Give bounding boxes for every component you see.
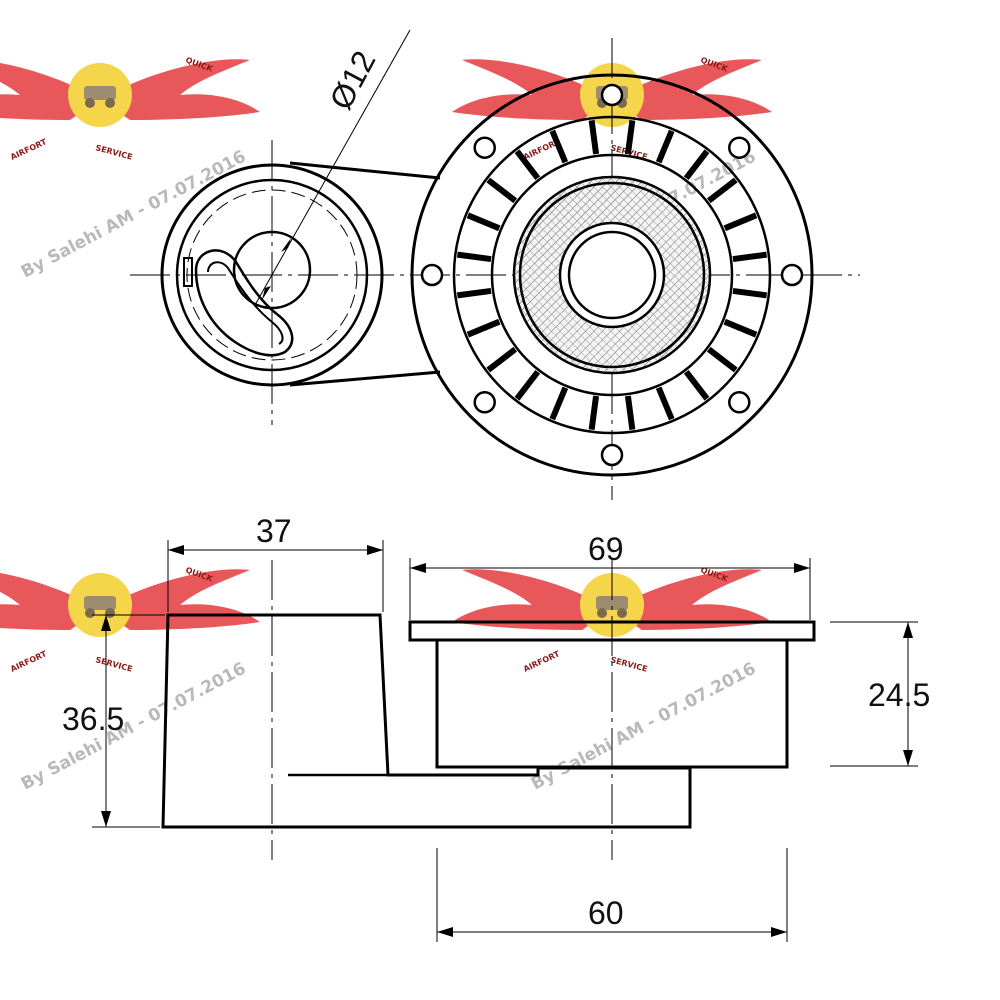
dim-37: 37 [167, 513, 384, 612]
pulley-rib [723, 318, 758, 338]
center-lines-side [271, 560, 613, 860]
ribbed-ring-outer [452, 115, 772, 435]
dim-37-label: 37 [256, 513, 292, 549]
dim-69-label: 69 [588, 531, 624, 567]
watermark-wing-bottom-text: SERVICE [94, 143, 133, 162]
pulley-rib [549, 129, 569, 164]
side-view: 37 69 36.5 24.5 [62, 513, 930, 942]
pulley-front [410, 73, 814, 477]
watermark-wing-bottom-text: SERVICE [609, 655, 648, 674]
watermark-author-text: By Salehi AM - 07.07.2016 [18, 659, 249, 795]
pulley-rib [486, 346, 518, 373]
mounting-hole [728, 391, 751, 414]
pulley-ribs [456, 119, 768, 431]
mounting-holes [420, 83, 804, 467]
pulley-rib [588, 119, 600, 155]
dim-36-5: 36.5 [62, 614, 165, 828]
watermark-bottom-left: AIRFORT QUICK SERVICE By Salehi AM - 07.… [0, 565, 260, 794]
pulley-rib [514, 369, 541, 401]
pulley-flange-outer [410, 73, 814, 477]
pulley-rib [466, 212, 501, 232]
watermark-top-left: AIRFORT QUICK SERVICE By Salehi AM - 07.… [0, 55, 260, 282]
hub-inner-circle [175, 178, 369, 372]
pulley-rib [624, 395, 636, 431]
eccentric-slot-inner [207, 261, 284, 345]
dim-36-5-label: 36.5 [62, 701, 124, 737]
pulley-body-side [435, 638, 789, 769]
pulley-rib [732, 287, 768, 299]
pulley-rib [732, 251, 768, 263]
pulley-rib [588, 395, 600, 431]
pulley-rib [624, 119, 636, 155]
bore-dimension: Ø12 [254, 29, 411, 306]
pulley-rib [514, 149, 541, 181]
mounting-hole [420, 263, 444, 287]
pulley-rib [683, 369, 710, 401]
watermark-wing-left-text: AIRFORT [522, 649, 562, 674]
pulley-rib [683, 149, 710, 181]
bearing-inner-race [558, 221, 666, 329]
bore-diameter-label: Ø12 [322, 45, 382, 115]
hub-body-side [161, 613, 692, 829]
pulley-rib [466, 318, 501, 338]
dim-60-label: 60 [588, 895, 624, 931]
mounting-hole [728, 136, 751, 159]
watermark-wing-left-text: AIRFORT [9, 649, 49, 674]
bore-circle [232, 230, 312, 310]
mounting-hole [473, 391, 496, 414]
pulley-rib [655, 386, 675, 421]
pulley-rib [723, 212, 758, 232]
pulley-rib [456, 287, 492, 299]
pulley-rib [486, 177, 518, 204]
mounting-hole [600, 83, 624, 107]
eccentric-slot [194, 249, 294, 357]
watermark-wing-left-text: AIRFORT [9, 137, 49, 162]
dim-60: 60 [436, 848, 788, 942]
mounting-hole [473, 136, 496, 159]
dim-69: 69 [409, 531, 811, 620]
bearing-outer-race [518, 181, 706, 369]
eccentric-hub [160, 163, 384, 387]
tensioner-arm [289, 161, 441, 387]
hub-outer-circle [160, 163, 384, 387]
pulley-rib [655, 129, 675, 164]
watermark-wing-bottom-text: SERVICE [94, 655, 133, 674]
ribbed-ring-inner [490, 153, 734, 397]
watermark-author-text: By Salehi AM - 07.07.2016 [528, 659, 759, 795]
dim-24-5: 24.5 [830, 621, 930, 767]
dim-24-5-label: 24.5 [868, 677, 930, 713]
pulley-rib [549, 386, 569, 421]
hub-key [183, 257, 193, 287]
pulley-rib [706, 177, 738, 204]
pulley-bore [567, 230, 657, 320]
top-view: Ø12 [130, 29, 860, 500]
pulley-rib [456, 251, 492, 263]
pulley-rib [706, 346, 738, 373]
hub-dashed-circle [186, 189, 358, 361]
mounting-hole [780, 263, 804, 287]
mounting-hole [600, 443, 624, 467]
